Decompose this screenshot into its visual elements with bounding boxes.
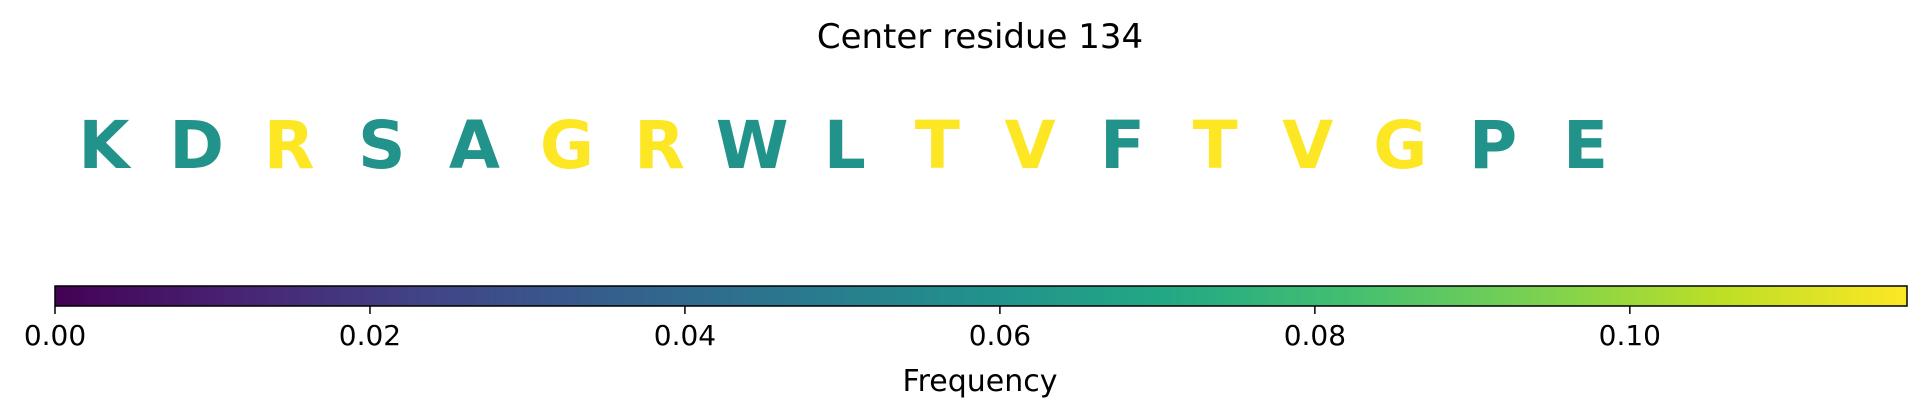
residue-letter: W xyxy=(716,107,789,184)
residue-letter: E xyxy=(1563,107,1608,184)
colorbar-tick-label: 0.10 xyxy=(1599,319,1661,352)
residue-letter: P xyxy=(1469,107,1517,184)
residue-letter: K xyxy=(78,107,132,184)
residue-letter: R xyxy=(634,107,685,184)
residue-letter: L xyxy=(824,107,866,184)
residue-letter: R xyxy=(264,107,315,184)
colorbar-ticks: 0.00 0.02 0.04 0.06 0.08 0.10 xyxy=(24,306,1661,352)
residue-letter: F xyxy=(1100,107,1145,184)
residue-letter: D xyxy=(169,107,224,184)
chart-title: Center residue 134 xyxy=(817,17,1143,57)
colorbar-tick-label: 0.04 xyxy=(654,319,716,352)
residue-letter: T xyxy=(915,107,960,184)
residue-letter: A xyxy=(449,107,500,184)
residue-letter: T xyxy=(1193,107,1238,184)
colorbar-tick-label: 0.00 xyxy=(24,319,86,352)
colorbar-tick-label: 0.02 xyxy=(339,319,401,352)
residue-letter: V xyxy=(1004,107,1055,184)
residue-letter: S xyxy=(358,107,406,184)
colorbar-gradient xyxy=(54,285,1908,307)
colorbar-tick-label: 0.08 xyxy=(1284,319,1346,352)
colorbar-tick-label: 0.06 xyxy=(969,319,1031,352)
colorbar-label: Frequency xyxy=(903,364,1058,399)
residue-letter: G xyxy=(540,107,594,184)
residue-letter: V xyxy=(1282,107,1333,184)
colorbar: 0.00 0.02 0.04 0.06 0.08 0.10 Frequency xyxy=(24,285,1908,399)
residue-letter: G xyxy=(1373,107,1427,184)
